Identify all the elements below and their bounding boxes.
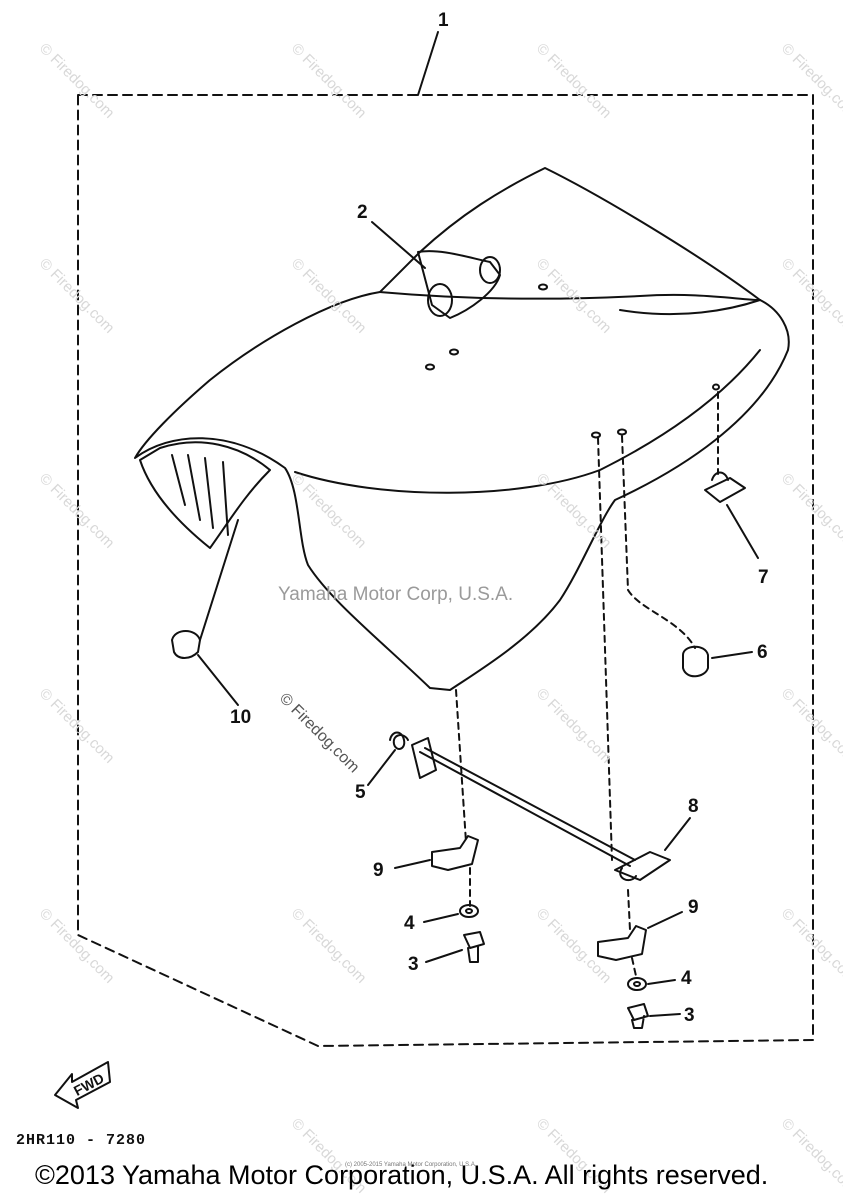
seat-underside: [139, 441, 271, 549]
copyright-notice: ©2013 Yamaha Motor Corporation, U.S.A. A…: [35, 1160, 769, 1190]
callout-3-right: 3: [684, 1005, 695, 1026]
seat-rib: [204, 457, 214, 529]
leader-10: [197, 654, 239, 706]
callout-2: 2: [357, 202, 368, 223]
seat-top-ridge: [379, 291, 761, 301]
part-2-cylinder-end: [427, 283, 453, 317]
callout-4-left: 4: [404, 913, 415, 934]
seat-inner-edge: [619, 299, 761, 316]
seat-body: [134, 167, 790, 691]
fwd-arrow-icon: [54, 1061, 111, 1109]
seat-rib: [187, 454, 201, 521]
part-code: 2HR110 - 7280: [16, 1132, 147, 1149]
leader-9b: [647, 911, 683, 929]
leader-3a: [425, 949, 463, 963]
seat-rib: [222, 461, 229, 536]
callout-7: 7: [758, 567, 769, 588]
callout-4-right: 4: [681, 968, 692, 989]
assembly-boundary: [77, 94, 814, 1047]
callout-1: 1: [438, 10, 449, 31]
seat-rib: [171, 454, 186, 506]
part-5-spring: [389, 731, 409, 750]
leader-7: [726, 504, 759, 559]
leader-3b: [649, 1013, 681, 1017]
tiny-notice: (c) 2005-2015 Yamaha Motor Corporation, …: [345, 1162, 477, 1168]
part-6-damper: [682, 645, 709, 678]
part-9-bracket-left: [431, 835, 479, 871]
callout-5: 5: [355, 782, 366, 803]
part-3-bolt-right: [627, 1003, 649, 1029]
part-8-lever: [614, 851, 671, 882]
callout-3-left: 3: [408, 954, 419, 975]
leader-4b: [647, 979, 676, 985]
part-9-bracket-right: [597, 925, 647, 961]
callout-8: 8: [688, 796, 699, 817]
callout-9-right: 9: [688, 897, 699, 918]
leader-1: [417, 31, 439, 96]
part-4-washer-right: [627, 977, 647, 991]
callout-10: 10: [230, 707, 252, 728]
part-7-clip: [704, 471, 746, 503]
part-8-left-end: [411, 737, 437, 779]
callout-6: 6: [757, 642, 768, 663]
part-8-rod: [419, 751, 631, 867]
part-3-bolt-left: [463, 931, 485, 963]
seat-side-edge: [294, 349, 761, 494]
part-4-washer-left: [459, 904, 479, 918]
leader-6: [711, 651, 753, 659]
leader-2: [371, 221, 426, 269]
callout-9-left: 9: [373, 860, 384, 881]
part-10-damper: [171, 630, 201, 659]
leader-4a: [423, 913, 459, 923]
yamaha-watermark: Yamaha Motor Corp, U.S.A.: [278, 584, 514, 605]
leader-9a: [394, 859, 431, 869]
leader-8: [664, 817, 691, 851]
leader-5: [367, 749, 396, 786]
